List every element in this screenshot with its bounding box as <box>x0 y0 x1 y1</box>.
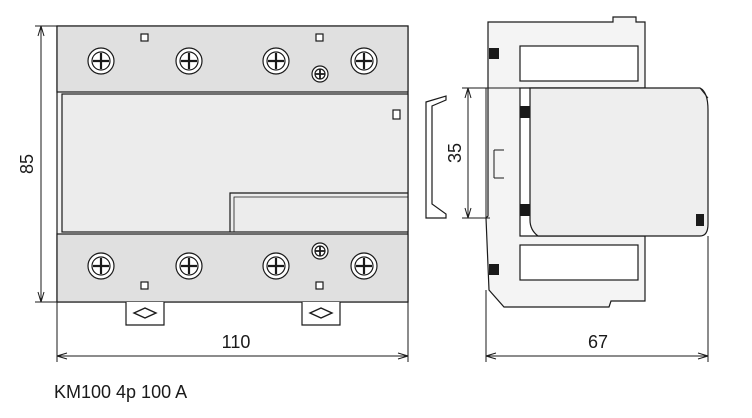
dimension-rail-label: 35 <box>445 143 465 163</box>
middle-panel <box>61 93 409 233</box>
dimension-height-label: 85 <box>17 154 37 174</box>
side-view <box>425 16 709 308</box>
indicator-square <box>392 109 401 120</box>
bottom-screw-4-icon <box>350 252 378 280</box>
bottom-screw-3-icon <box>262 252 290 280</box>
side-clip-marks <box>489 48 704 275</box>
product-caption: KM100 4p 100 A <box>54 382 188 402</box>
label-recess-inner <box>233 196 408 232</box>
top-screw-2-icon <box>175 47 203 75</box>
side-front-cover <box>529 87 709 237</box>
top-screw-4-icon <box>350 47 378 75</box>
din-rail-profile <box>425 95 447 219</box>
top-terminal-block <box>56 25 409 93</box>
bottom-marker-right <box>315 281 324 290</box>
dimension-width <box>56 302 409 362</box>
bottom-marker-left <box>140 281 149 290</box>
dimension-width-label: 110 <box>222 332 251 352</box>
top-aux-screw-icon <box>311 65 329 83</box>
bottom-screw-1-icon <box>87 252 115 280</box>
bottom-screw-2-icon <box>175 252 203 280</box>
dimension-depth-label: 67 <box>588 332 608 352</box>
bottom-terminal-block <box>56 233 409 303</box>
dimension-rail <box>462 87 490 219</box>
dimension-height <box>35 25 57 303</box>
front-view <box>56 25 409 326</box>
top-screw-1-icon <box>87 47 115 75</box>
top-marker-left <box>140 33 149 42</box>
side-bottom-window <box>519 244 639 281</box>
din-clip-left <box>125 302 165 326</box>
label-recess <box>229 192 408 232</box>
dimension-depth <box>485 236 709 362</box>
bottom-aux-screw-icon <box>311 242 329 260</box>
top-screw-3-icon <box>262 47 290 75</box>
side-top-window <box>519 45 639 82</box>
din-clip-right <box>301 302 341 326</box>
top-marker-right <box>315 33 324 42</box>
